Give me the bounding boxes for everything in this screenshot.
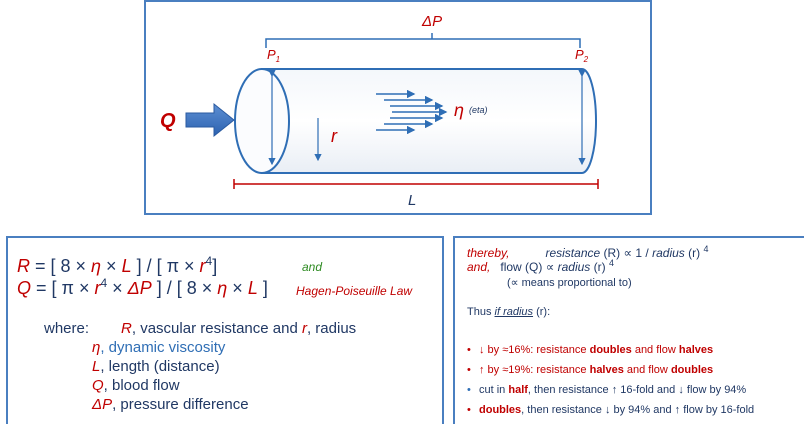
flow-label: Q bbox=[160, 110, 176, 132]
flow-arrow bbox=[185, 102, 235, 138]
flow-proportionality: and,flow (Q) ∝ radius (r) 4 bbox=[467, 258, 614, 275]
definition-eta: η, dynamic viscosity bbox=[92, 339, 226, 356]
delta-p-label: ΔP bbox=[421, 13, 442, 30]
resistance-proportionality: thereby,resistance (R) ∝ 1 / radius (r) … bbox=[467, 244, 709, 261]
p2-label: P2 bbox=[575, 47, 589, 64]
law-label: Hagen-Poiseuille Law bbox=[296, 284, 413, 298]
flow-equation: Q = [ π × r4 × ΔP ] / [ 8 × η × L ] bbox=[17, 276, 268, 298]
bullet-item: •↑ by ≈19%: resistance halves and flow d… bbox=[467, 364, 714, 376]
eta-symbol: η bbox=[454, 100, 464, 120]
p1-label: P1 bbox=[267, 47, 280, 64]
definition-delta-p: ΔP, pressure difference bbox=[92, 396, 249, 413]
equation-panel: R = [ 8 × η × L ] / [ π × r4] and Q = [ … bbox=[6, 236, 444, 424]
vessel-opening bbox=[234, 68, 290, 174]
bullet-item: •cut in half, then resistance ↑ 16-fold … bbox=[467, 384, 747, 396]
resistance-equation: R = [ 8 × η × L ] / [ π × r4] bbox=[17, 254, 218, 276]
definition-r: where:R, vascular resistance and r, radi… bbox=[44, 320, 357, 337]
proportional-note: (∝ means proportional to) bbox=[507, 277, 632, 289]
bullet-item: •doubles, then resistance ↓ by 94% and ↑… bbox=[467, 404, 755, 416]
vessel-diagram: ΔP P1 P2 Q r η (eta) bbox=[160, 13, 599, 209]
bullet-item: •↓ by ≈16%: resistance doubles and flow … bbox=[467, 344, 714, 356]
and-label: and bbox=[302, 260, 323, 274]
summary-panel: thereby,resistance (R) ∝ 1 / radius (r) … bbox=[453, 236, 804, 424]
vessel-diagram-panel: ΔP P1 P2 Q r η (eta) bbox=[144, 0, 652, 215]
delta-p-bracket bbox=[265, 38, 581, 48]
radius-label: r bbox=[331, 126, 338, 146]
definition-l: L, length (distance) bbox=[92, 358, 220, 375]
eta-note: (eta) bbox=[469, 105, 488, 115]
thus-line: Thus if radius (r): bbox=[467, 306, 551, 318]
length-label: L bbox=[408, 192, 416, 209]
velocity-profile-arrows bbox=[376, 89, 448, 135]
vessel-tube bbox=[261, 68, 597, 174]
definition-q: Q, blood flow bbox=[92, 377, 180, 394]
